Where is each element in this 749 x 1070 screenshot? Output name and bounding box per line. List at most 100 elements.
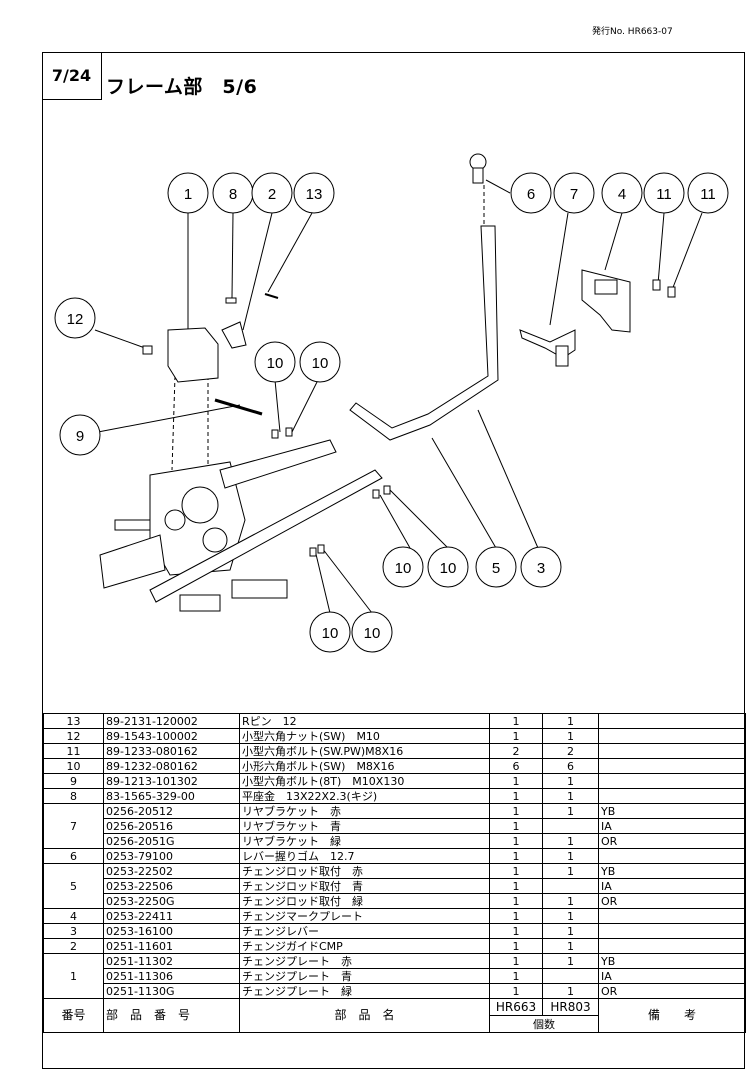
part-number: 0253-79100 bbox=[103, 848, 240, 864]
header-remarks: 備 考 bbox=[598, 998, 746, 1033]
remarks bbox=[598, 908, 746, 924]
part-name: リヤブラケット 緑 bbox=[239, 833, 490, 849]
remarks: IA bbox=[598, 818, 746, 834]
qty-hr803: 1 bbox=[542, 953, 599, 969]
remarks: YB bbox=[598, 953, 746, 969]
qty-hr663: 6 bbox=[489, 758, 543, 774]
qty-hr663: 1 bbox=[489, 893, 543, 909]
callout-label: 9 bbox=[76, 428, 84, 445]
part-name: チェンジプレート 緑 bbox=[239, 983, 490, 999]
item-number: 13 bbox=[43, 713, 104, 729]
part-name: 小型六角ボルト(SW.PW)M8X16 bbox=[239, 743, 490, 759]
part-number: 0251-11601 bbox=[103, 938, 240, 954]
qty-hr803: 1 bbox=[542, 893, 599, 909]
part-name: チェンジロッド取付 赤 bbox=[239, 863, 490, 879]
remarks bbox=[598, 773, 746, 789]
part-name: チェンジマークプレート bbox=[239, 908, 490, 924]
part-name: 小型六角ボルト(8T) M10X130 bbox=[239, 773, 490, 789]
callout-label: 8 bbox=[229, 186, 237, 203]
qty-hr803: 1 bbox=[542, 833, 599, 849]
part-number: 0251-11306 bbox=[103, 968, 240, 984]
callout-label: 10 bbox=[267, 355, 284, 372]
part-name: リヤブラケット 青 bbox=[239, 818, 490, 834]
qty-hr663: 1 bbox=[489, 983, 543, 999]
qty-hr803: 1 bbox=[542, 983, 599, 999]
callout-label: 11 bbox=[656, 186, 672, 203]
header-part-no: 部 品 番 号 bbox=[103, 998, 240, 1033]
part-name: チェンジプレート 青 bbox=[239, 968, 490, 984]
header-no: 番号 bbox=[43, 998, 104, 1033]
part-name: 平座金 13X22X2.3(キジ) bbox=[239, 788, 490, 804]
qty-hr803: 1 bbox=[542, 803, 599, 819]
part-number: 89-2131-120002 bbox=[103, 713, 240, 729]
qty-hr803: 1 bbox=[542, 908, 599, 924]
qty-hr803: 1 bbox=[542, 938, 599, 954]
callout-label: 10 bbox=[322, 625, 339, 642]
remarks: IA bbox=[598, 968, 746, 984]
qty-hr663: 1 bbox=[489, 773, 543, 789]
callout-label: 7 bbox=[570, 186, 578, 203]
part-number: 0251-11302 bbox=[103, 953, 240, 969]
part-number: 89-1233-080162 bbox=[103, 743, 240, 759]
page-frame bbox=[42, 52, 745, 1069]
part-number: 0256-20516 bbox=[103, 818, 240, 834]
part-name: チェンジプレート 赤 bbox=[239, 953, 490, 969]
part-number: 0253-16100 bbox=[103, 923, 240, 939]
callout-label: 10 bbox=[312, 355, 329, 372]
remarks: IA bbox=[598, 878, 746, 894]
qty-hr663: 1 bbox=[489, 803, 543, 819]
item-number: 1 bbox=[43, 953, 104, 999]
remarks bbox=[598, 743, 746, 759]
part-number: 0253-2250G bbox=[103, 893, 240, 909]
part-number: 0253-22502 bbox=[103, 863, 240, 879]
part-number: 0251-1130G bbox=[103, 983, 240, 999]
page-label: 7/24 bbox=[42, 52, 102, 100]
qty-hr803: 1 bbox=[542, 923, 599, 939]
qty-hr663: 1 bbox=[489, 818, 543, 834]
part-name: チェンジガイドCMP bbox=[239, 938, 490, 954]
callout-label: 10 bbox=[440, 560, 457, 577]
qty-hr663: 2 bbox=[489, 743, 543, 759]
item-number: 2 bbox=[43, 938, 104, 954]
header-qty: 個数 bbox=[489, 1015, 599, 1033]
callout-label: 2 bbox=[268, 186, 276, 203]
part-number: 89-1543-100002 bbox=[103, 728, 240, 744]
qty-hr663: 1 bbox=[489, 923, 543, 939]
part-name: Rピン 12 bbox=[239, 713, 490, 729]
qty-hr803: 1 bbox=[542, 773, 599, 789]
callout-label: 12 bbox=[67, 311, 84, 328]
item-number: 8 bbox=[43, 788, 104, 804]
callout-label: 10 bbox=[395, 560, 412, 577]
item-number: 12 bbox=[43, 728, 104, 744]
callout-label: 6 bbox=[527, 186, 535, 203]
part-number: 89-1232-080162 bbox=[103, 758, 240, 774]
qty-hr803: 1 bbox=[542, 788, 599, 804]
part-number: 0256-20512 bbox=[103, 803, 240, 819]
qty-hr803: 2 bbox=[542, 743, 599, 759]
part-name: レバー握りゴム 12.7 bbox=[239, 848, 490, 864]
part-number: 0253-22411 bbox=[103, 908, 240, 924]
qty-hr663: 1 bbox=[489, 908, 543, 924]
remarks: YB bbox=[598, 863, 746, 879]
qty-hr803: 1 bbox=[542, 848, 599, 864]
remarks: OR bbox=[598, 893, 746, 909]
callout-label: 4 bbox=[618, 186, 626, 203]
item-number: 7 bbox=[43, 803, 104, 849]
part-name: チェンジレバー bbox=[239, 923, 490, 939]
qty-hr663: 1 bbox=[489, 788, 543, 804]
qty-hr663: 1 bbox=[489, 713, 543, 729]
exploded-parts-diagram: 1 8 2 13 6 7 4 11 11 12 10 10 9 10 10 5 … bbox=[54, 153, 729, 653]
header-model-1: HR663 bbox=[489, 998, 543, 1016]
